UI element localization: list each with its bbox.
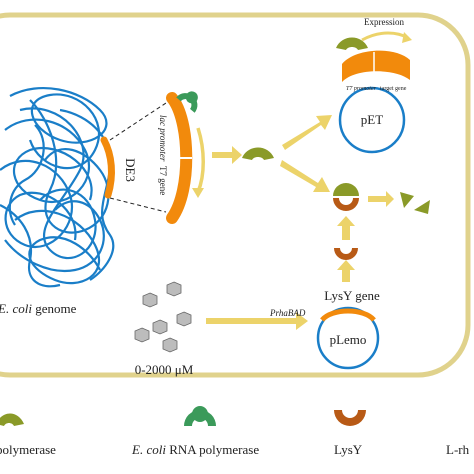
legend-lysy-label: LysY <box>334 442 363 457</box>
lac-promoter-label: lac promoter <box>158 115 168 162</box>
pet-insert <box>342 50 410 82</box>
ecoli-rna-polymerase-icon <box>184 406 216 426</box>
t7-fragment-1 <box>400 192 414 208</box>
expression-arrow <box>361 31 409 42</box>
prhabad-label: PrhaBAD <box>269 308 306 318</box>
l-rhamnose-molecules <box>134 281 192 353</box>
expression-arrow-head <box>402 32 412 43</box>
t7-rna-polymerase-on-pet <box>336 37 368 50</box>
lysy-gene-label: LysY gene <box>324 288 380 303</box>
t7-lysy-complex <box>333 183 359 211</box>
legend-l-rhamnose: L-rh <box>446 442 470 457</box>
legend-ecoli-rna-polymerase: E. coli RNA polymerase <box>131 406 259 457</box>
lysy-protein-free <box>334 248 358 260</box>
de3-label: DE3 <box>123 158 138 182</box>
ecoli-genome <box>0 86 115 288</box>
pet-label: pET <box>361 112 383 127</box>
plemo-plasmid <box>316 306 380 370</box>
t7-rna-polymerase-icon <box>0 413 24 426</box>
target-gene-label: target gene <box>380 86 407 92</box>
de3-segment <box>100 136 115 199</box>
plemo-insert <box>320 308 376 322</box>
legend-ecoli-label: E. coli RNA polymerase <box>131 442 259 457</box>
genome-label: E. coli genome <box>0 301 77 316</box>
zoom-line-bottom <box>109 197 167 213</box>
pet-plasmid <box>338 86 406 154</box>
concentration-label: 0-2000 μM <box>135 362 194 377</box>
lysy-icon <box>334 410 366 426</box>
t7-gene-arrow <box>196 127 205 193</box>
cell-membrane <box>0 12 471 378</box>
legend-lysy: LysY <box>334 410 366 457</box>
legend: polymerase E. coli RNA polymerase LysY L… <box>0 406 470 457</box>
t7-fragment-2 <box>414 200 430 214</box>
legend-rhamnose-label: L-rh <box>446 442 470 457</box>
de3-zoom-arc <box>166 92 193 224</box>
expression-label: Expression <box>364 17 404 27</box>
arrow-to-lysy-complex <box>280 160 330 192</box>
plemo-label: pLemo <box>330 332 367 347</box>
arrow-up-to-complex <box>337 216 355 240</box>
zoom-line-top <box>109 102 167 141</box>
t7-rna-polymerase-free <box>242 147 274 160</box>
arrow-to-fragments <box>368 191 394 207</box>
legend-t7-label: polymerase <box>0 442 56 457</box>
t7-gene-label: T7 gene <box>158 166 168 195</box>
t7-gene-arrow-head <box>192 188 204 198</box>
legend-t7-rna-polymerase: polymerase <box>0 413 56 457</box>
ecoli-rna-polymerase-bound <box>176 91 198 113</box>
arrow-to-plemo <box>206 312 308 330</box>
arrow-to-pet <box>282 115 332 150</box>
arrow-up-to-lysy <box>337 260 355 282</box>
t7-promoter-label: T7 promoter <box>346 86 377 92</box>
arrow-to-t7 <box>212 146 242 164</box>
